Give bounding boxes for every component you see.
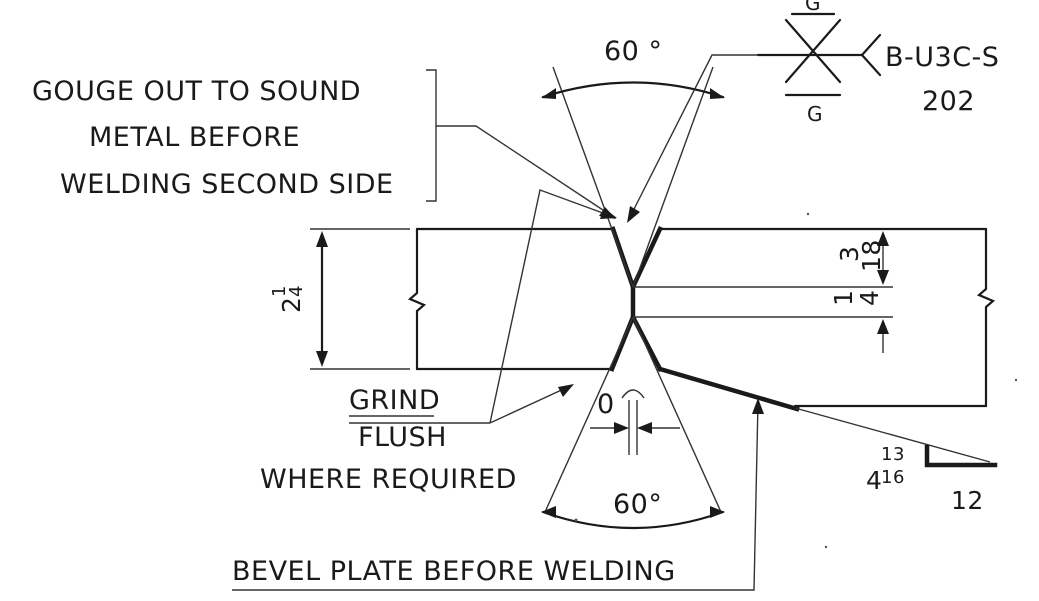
weld-groove-profile [609, 226, 800, 412]
thickness-numerator: 1 [269, 285, 290, 297]
plate-outline [407, 227, 996, 408]
top-groove-angle: 60 ° [541, 36, 725, 288]
gouge-note-line1: GOUGE OUT TO SOUND [32, 76, 361, 107]
thickness-whole: 2 [277, 297, 306, 313]
top-depth-denominator: 18 [857, 239, 886, 272]
thickness-dimension: 2 1 4 [269, 228, 410, 370]
detail-number: 202 [922, 86, 975, 117]
bottom-angle-label: 60° [613, 489, 662, 520]
joint-designation: B-U3C-S [885, 42, 999, 73]
root-face-numerator: 1 [829, 290, 858, 306]
top-angle-label: 60 ° [604, 36, 662, 67]
grind-label: GRIND [349, 385, 440, 416]
weld-symbol: G G B-U3C-S 202 [627, 0, 999, 223]
bevel-slope: 4 13 16 12 [794, 407, 998, 515]
slope-run: 12 [951, 486, 984, 515]
grind-note: GRIND FLUSH WHERE REQUIRED [260, 189, 617, 495]
gouge-note-line3: WELDING SECOND SIDE [60, 169, 394, 200]
root-face-denominator: 4 [855, 290, 884, 306]
bevel-denominator: 16 [881, 467, 905, 488]
depth-dimensions: 3 18 1 4 [633, 231, 893, 353]
root-opening: 0 [590, 389, 680, 455]
thickness-denominator: 4 [286, 285, 307, 297]
bevel-whole: 4 [866, 466, 882, 495]
bottom-groove-angle: 60° [541, 316, 725, 530]
where-required-label: WHERE REQUIRED [260, 464, 517, 495]
contour-bottom-letter: G [807, 102, 823, 126]
flush-label: FLUSH [358, 422, 447, 453]
bevel-plate-label: BEVEL PLATE BEFORE WELDING [232, 556, 676, 587]
gouge-note: GOUGE OUT TO SOUND METAL BEFORE WELDING … [32, 69, 616, 219]
top-depth-numerator: 3 [835, 246, 864, 262]
contour-top-letter: G [805, 0, 821, 15]
root-opening-value: 0 [597, 389, 615, 420]
speck-marks [574, 212, 1018, 549]
bevel-numerator: 13 [881, 444, 905, 465]
gouge-note-line2: METAL BEFORE [89, 122, 300, 153]
bevel-note: BEVEL PLATE BEFORE WELDING [232, 398, 764, 591]
